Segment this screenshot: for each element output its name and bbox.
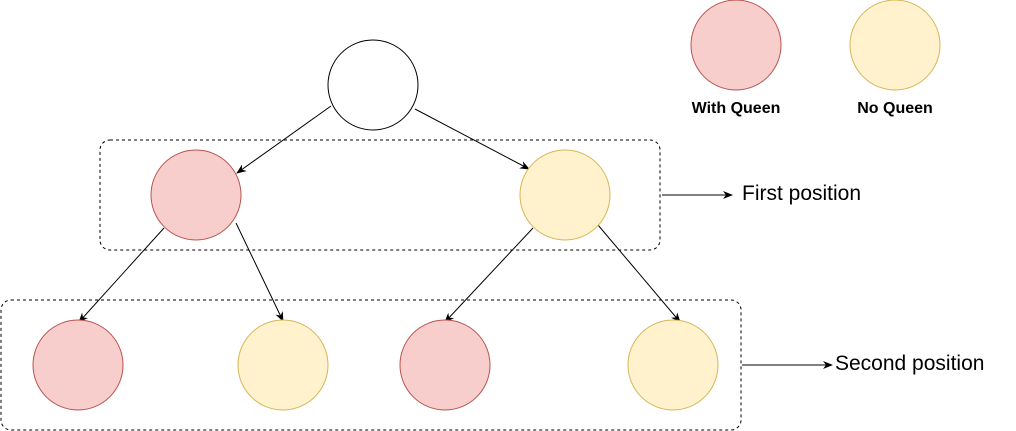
legend-no-queen-swatch	[849, 0, 941, 91]
root-node	[327, 39, 419, 131]
edge-root-to-no-queen	[414, 108, 530, 170]
first-position-group	[99, 139, 661, 251]
legend-with-queen-label: With Queen	[691, 100, 781, 117]
second-no-queen-node-1	[237, 319, 329, 411]
legend-no-queen-label: No Queen	[857, 100, 933, 117]
first-no-queen-node	[519, 149, 611, 241]
second-position-label: Second position	[835, 352, 985, 375]
legend-with-queen-swatch	[690, 0, 782, 91]
first-position-label: First position	[742, 182, 862, 205]
edge-root-to-with-queen	[236, 105, 332, 174]
second-no-queen-node-2	[627, 319, 719, 411]
second-with-queen-node-2	[399, 319, 491, 411]
edge-first-with-queen-to-second-with-queen	[78, 227, 165, 323]
edge-first-no-queen-to-second-no-queen	[597, 224, 681, 323]
first-with-queen-node	[150, 149, 242, 241]
edge-first-no-queen-to-second-with-queen	[444, 227, 534, 323]
second-position-group	[0, 299, 742, 431]
edge-first-with-queen-to-second-no-queen	[235, 222, 284, 322]
second-with-queen-node-1	[32, 319, 124, 411]
